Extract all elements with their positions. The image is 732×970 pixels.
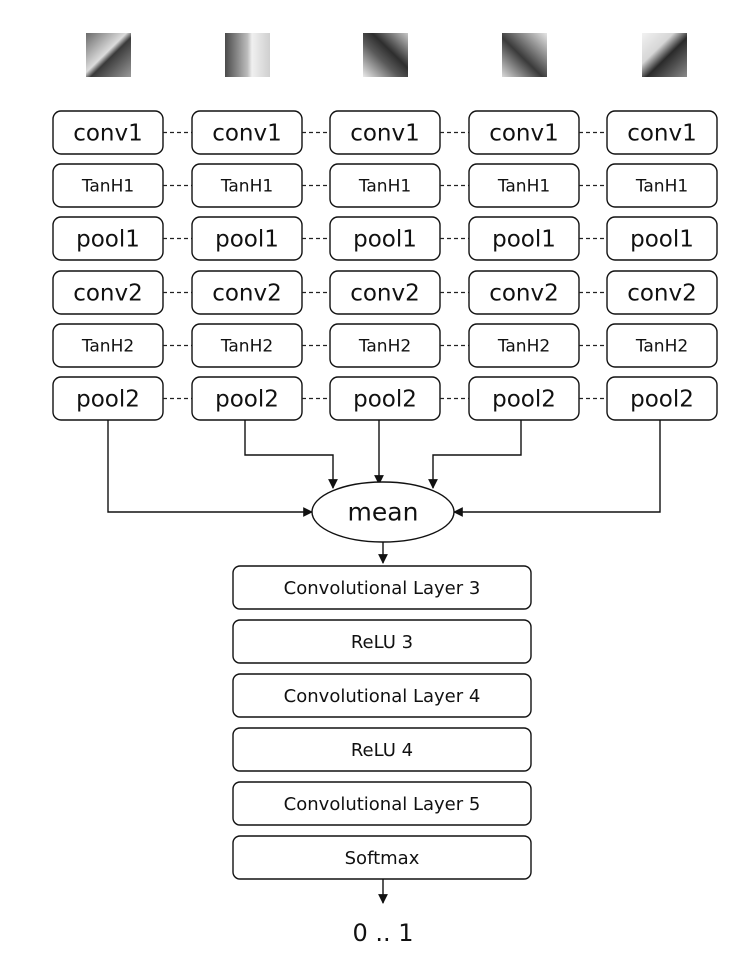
layer-label: TanH1 xyxy=(358,177,411,197)
layer-box-tanh2: TanH2 xyxy=(329,323,441,368)
layer-box-tanh2: TanH2 xyxy=(468,323,580,368)
layer-box-tanh2: TanH2 xyxy=(52,323,164,368)
layer-label: TanH2 xyxy=(635,337,688,357)
layer-label: conv1 xyxy=(489,121,559,147)
pool2-to-mean-arrow xyxy=(428,420,522,489)
layer-box-conv1: conv1 xyxy=(606,110,718,155)
layer-label: conv1 xyxy=(350,121,420,147)
mean-label: mean xyxy=(348,498,419,527)
layer-label: TanH1 xyxy=(635,177,688,197)
shared-head: Convolutional Layer 3 ReLU 3 Convolutional… xyxy=(232,542,532,947)
layer-label: pool1 xyxy=(630,227,694,253)
layer-label: conv2 xyxy=(489,281,559,307)
pool2-to-mean-arrow xyxy=(107,420,313,517)
head-layer-box: Convolutional Layer 4 xyxy=(232,673,532,718)
layer-label: pool1 xyxy=(76,227,140,253)
pool2-to-mean-arrow xyxy=(453,420,661,517)
head-layer-label: Convolutional Layer 5 xyxy=(284,794,481,815)
layer-box-pool2: pool2 xyxy=(329,376,441,421)
head-layer-box: ReLU 4 xyxy=(232,727,532,772)
layer-label: conv1 xyxy=(212,121,282,147)
layer-box-tanh1: TanH1 xyxy=(191,163,303,208)
layer-box-pool2: pool2 xyxy=(468,376,580,421)
layer-label: TanH1 xyxy=(497,177,550,197)
layer-box-pool1: pool1 xyxy=(468,216,580,261)
layer-label: conv2 xyxy=(73,281,143,307)
layer-box-tanh1: TanH1 xyxy=(52,163,164,208)
input-patches xyxy=(86,33,687,77)
layer-label: TanH2 xyxy=(358,337,411,357)
layer-label: TanH2 xyxy=(220,337,273,357)
layer-label: conv1 xyxy=(627,121,697,147)
mean-node: mean xyxy=(311,481,455,543)
layer-label: pool2 xyxy=(353,387,417,413)
layer-box-tanh1: TanH1 xyxy=(606,163,718,208)
head-layer-label: Softmax xyxy=(345,848,420,869)
layer-label: conv2 xyxy=(350,281,420,307)
layer-label: TanH2 xyxy=(81,337,134,357)
head-layer-box: Convolutional Layer 5 xyxy=(232,781,532,826)
layer-label: TanH2 xyxy=(497,337,550,357)
layer-box-pool1: pool1 xyxy=(606,216,718,261)
layer-box-conv1: conv1 xyxy=(468,110,580,155)
layer-label: pool2 xyxy=(492,387,556,413)
layer-box-pool2: pool2 xyxy=(606,376,718,421)
input-patch-image xyxy=(86,33,131,77)
layer-box-conv1: conv1 xyxy=(52,110,164,155)
layer-label: pool2 xyxy=(215,387,279,413)
head-layer-label: ReLU 3 xyxy=(351,632,413,653)
pool2-to-mean-arrow xyxy=(244,420,338,489)
input-patch-image xyxy=(363,33,408,77)
layer-label: pool2 xyxy=(76,387,140,413)
layer-label: pool1 xyxy=(353,227,417,253)
layer-box-conv1: conv1 xyxy=(191,110,303,155)
layer-box-conv2: conv2 xyxy=(606,270,718,315)
layer-label: conv2 xyxy=(212,281,282,307)
layer-box-tanh2: TanH2 xyxy=(191,323,303,368)
input-patch-image xyxy=(642,33,687,77)
layer-label: TanH1 xyxy=(81,177,134,197)
layer-label: TanH1 xyxy=(220,177,273,197)
layer-box-tanh1: TanH1 xyxy=(468,163,580,208)
layer-box-conv2: conv2 xyxy=(191,270,303,315)
head-layer-box: Convolutional Layer 3 xyxy=(232,565,532,610)
output-range-label: 0 .. 1 xyxy=(352,919,413,947)
head-layer-label: ReLU 4 xyxy=(351,740,413,761)
layer-label: pool2 xyxy=(630,387,694,413)
layer-box-pool2: pool2 xyxy=(52,376,164,421)
layer-label: conv1 xyxy=(73,121,143,147)
layer-box-conv2: conv2 xyxy=(329,270,441,315)
layer-box-conv1: conv1 xyxy=(329,110,441,155)
layer-box-tanh2: TanH2 xyxy=(606,323,718,368)
layer-box-pool1: pool1 xyxy=(329,216,441,261)
layer-box-conv2: conv2 xyxy=(52,270,164,315)
layer-box-pool1: pool1 xyxy=(52,216,164,261)
input-patch-image xyxy=(502,33,547,77)
head-layer-label: Convolutional Layer 3 xyxy=(284,578,481,599)
input-patch-image xyxy=(225,33,270,77)
layer-box-pool2: pool2 xyxy=(191,376,303,421)
layer-box-conv2: conv2 xyxy=(468,270,580,315)
layer-box-tanh1: TanH1 xyxy=(329,163,441,208)
layer-label: pool1 xyxy=(492,227,556,253)
layer-label: conv2 xyxy=(627,281,697,307)
head-layer-label: Convolutional Layer 4 xyxy=(284,686,481,707)
head-layer-box: Softmax xyxy=(232,835,532,880)
layer-box-pool1: pool1 xyxy=(191,216,303,261)
head-layer-box: ReLU 3 xyxy=(232,619,532,664)
mean-merge: mean xyxy=(107,420,661,543)
layer-label: pool1 xyxy=(215,227,279,253)
